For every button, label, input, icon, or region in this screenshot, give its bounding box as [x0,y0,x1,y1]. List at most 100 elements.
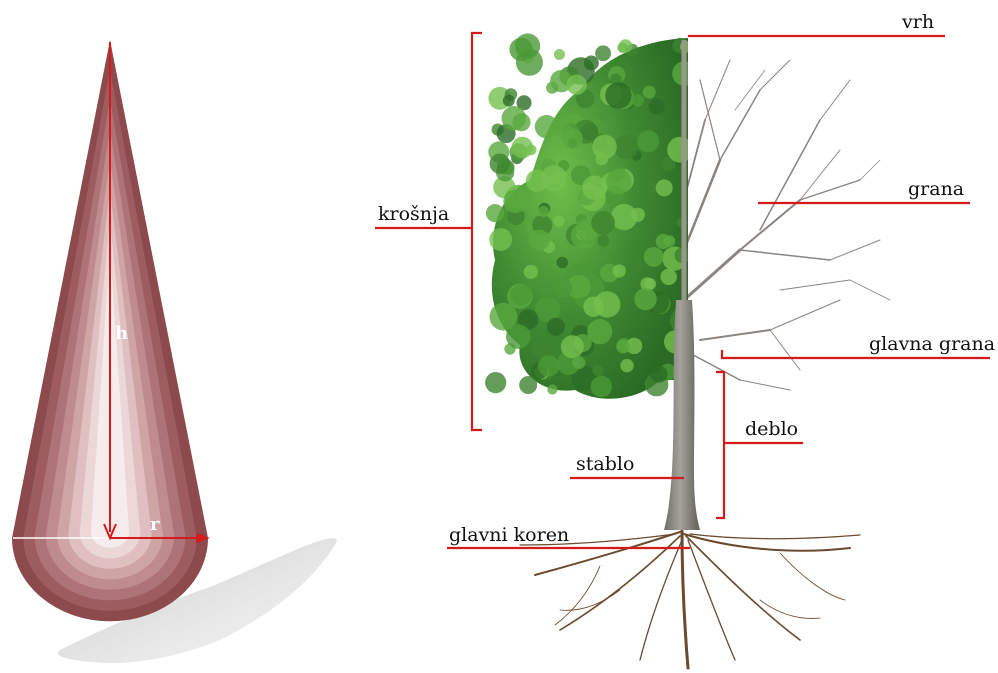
leaf-cluster [553,215,564,226]
leaf-cluster [667,137,693,163]
leaf-cluster [562,128,583,149]
root [640,540,682,660]
leaf-cluster [538,355,559,376]
leaf-cluster [554,49,565,60]
bare-branches [684,60,890,390]
leaf-cluster [592,135,617,160]
leaf-cluster [503,190,527,214]
bare-branch [684,250,740,300]
leaf-cluster [552,278,572,298]
leaf-cluster [605,82,631,108]
leaf-cluster [594,291,620,317]
leaf-cluster [503,95,515,107]
label-top: vrh [901,11,934,33]
leaf-cluster [616,340,630,354]
leaf-cluster [546,82,558,94]
bare-branch [820,80,850,120]
leaf-cluster [511,285,532,306]
leaf-cluster [643,86,656,99]
tree-figure [485,33,890,668]
cone-figure: h r [12,40,337,663]
bare-branch [770,300,840,330]
leaf-cluster [649,98,665,114]
root [682,530,688,668]
root [688,540,735,660]
leaf-cluster [619,39,633,53]
leaf-cluster [614,135,638,159]
leaf-cluster [519,376,537,394]
leaf-cluster [656,234,671,249]
bare-branch [860,160,880,180]
leaf-cluster [582,176,606,200]
leaf-cluster [541,165,567,191]
leaf-cluster [634,288,656,310]
crown-bracket [472,33,482,430]
bare-branch [720,90,760,160]
leaf-cluster [591,376,612,397]
bare-branch [830,240,880,260]
root [780,553,845,600]
leaf-cluster [631,208,645,222]
bare-branch [770,330,800,370]
radius-label: r [150,514,160,535]
leaf-cluster [489,228,512,251]
leaf-cluster [502,106,526,130]
leaf-cluster [591,211,615,235]
leaf-cluster [509,38,532,61]
leaf-cluster [632,94,644,106]
label-crown: krošnja [378,203,449,225]
root [690,534,860,539]
leaf-cluster [637,130,659,152]
leaf-cluster [485,372,506,393]
trunk-bracket [716,372,724,518]
leaf-cluster [592,365,604,377]
leaf-cluster [661,269,677,285]
label-trunk: deblo [745,418,798,440]
root [560,590,620,610]
leaf-cluster [535,115,558,138]
bare-branch [740,250,830,260]
leaf-cluster [490,154,510,174]
label-main-root: glavni koren [449,524,569,546]
leaf-cluster [620,359,633,372]
leaf-cluster [650,366,667,383]
root [686,536,800,640]
foliage [485,33,697,398]
leaf-cluster [547,384,557,394]
label-main-branch: glavna grana [869,333,995,355]
leaf-cluster [613,264,626,277]
leaf-cluster [646,181,658,193]
bare-branch [800,180,860,200]
leaf-cluster [486,204,504,222]
leaf-cluster [644,247,664,267]
bare-branch [700,330,770,340]
leaf-cluster [538,206,549,217]
leaf-cluster [529,230,550,251]
leaf-cluster [512,137,534,159]
bare-branch [740,380,790,390]
leaf-cluster [561,335,584,358]
bare-branch [760,120,820,230]
leaf-cluster [597,235,609,247]
leaf-cluster [506,324,531,349]
leaf-cluster [567,75,587,95]
bare-branch [684,160,720,250]
label-branch: grana [908,178,964,200]
leaf-cluster [572,356,585,369]
bare-branch [705,60,730,120]
label-stem: stablo [576,453,634,475]
leaf-cluster [524,265,538,279]
leaf-cluster [656,179,673,196]
leaf-cluster [547,318,565,336]
leaf-cluster [627,258,642,273]
height-label: h [115,323,128,344]
bare-branch [780,280,850,290]
root [555,566,600,625]
bare-branch [800,150,840,200]
bare-branch [760,60,790,90]
leaf-cluster [595,45,611,61]
leaf-cluster [606,169,631,194]
bare-branch [740,200,800,250]
leaf-cluster [557,257,569,269]
